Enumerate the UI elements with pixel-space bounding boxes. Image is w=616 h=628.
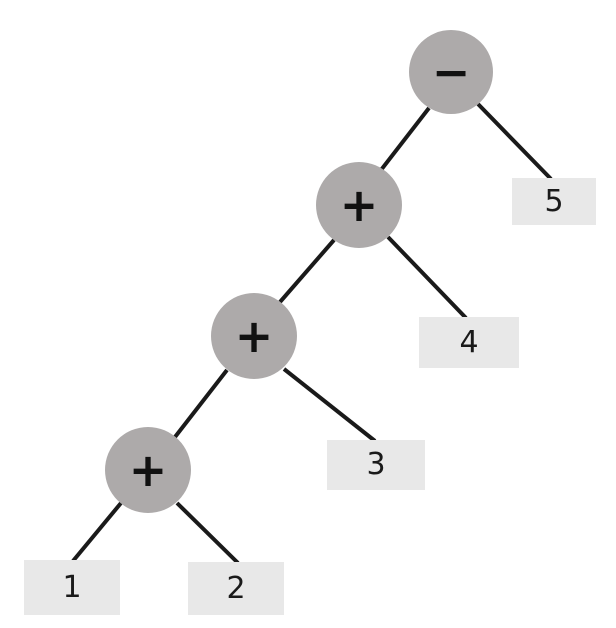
operator-node-plus-1[interactable]: + [316, 162, 402, 248]
leaf-node-2[interactable]: 2 [188, 562, 284, 615]
leaf-value-label: 1 [62, 569, 82, 605]
leaf-node-3[interactable]: 3 [327, 440, 425, 490]
operator-node-minus[interactable]: − [409, 30, 493, 114]
edge-plus2-to-plus3 [173, 368, 229, 439]
leaf-value-label: 5 [544, 183, 564, 219]
operator-symbol-plus: + [234, 309, 274, 363]
leaf-value-label: 2 [226, 570, 246, 606]
leaf-node-1[interactable]: 1 [24, 560, 120, 615]
operator-node-plus-2[interactable]: + [211, 293, 297, 379]
leaf-node-4[interactable]: 4 [419, 317, 519, 368]
edge-plus1-to-leaf4 [386, 235, 468, 320]
operator-node-plus-3[interactable]: + [105, 427, 191, 513]
edge-minus-to-plus1 [379, 106, 431, 172]
leaf-value-label: 4 [459, 324, 479, 360]
operator-symbol-plus: + [128, 443, 168, 497]
edge-plus3-to-leaf1 [71, 501, 123, 563]
edge-plus1-to-plus2 [278, 238, 336, 304]
operator-symbol-plus: + [339, 178, 379, 232]
leaf-node-5[interactable]: 5 [512, 178, 596, 225]
edge-plus3-to-leaf2 [175, 501, 240, 565]
edge-plus2-to-leaf3 [282, 367, 377, 443]
operator-symbol-minus: − [431, 45, 471, 99]
edge-minus-to-leaf5 [476, 102, 553, 181]
leaf-value-label: 3 [366, 447, 386, 482]
